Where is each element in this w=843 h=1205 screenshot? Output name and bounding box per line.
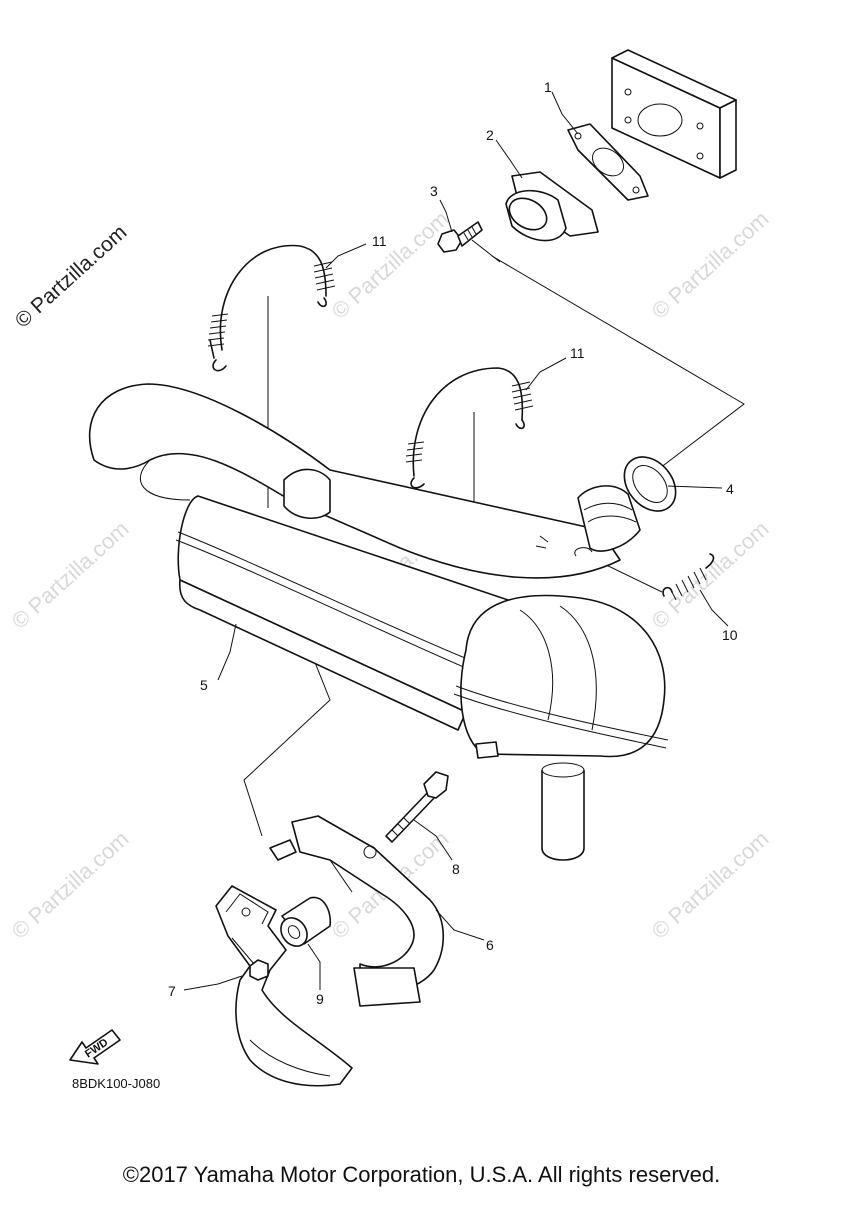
spring-part-11b	[405, 367, 534, 489]
callout-numbers: 1 2 3 11 11 4 10 5 8 6 7 9	[168, 79, 738, 1007]
bracket-part-6	[269, 815, 444, 1007]
muffler-part-5	[175, 495, 669, 861]
watermark-tile: © Partzilla.com	[7, 826, 134, 944]
callout-11a: 11	[372, 233, 387, 249]
watermark-tile: © Partzilla.com	[647, 516, 774, 634]
watermark-tile: © Partzilla.com	[7, 516, 134, 634]
callout-4: 4	[726, 481, 734, 497]
callout-9: 9	[316, 991, 324, 1007]
exhaust-joint-part-2	[505, 171, 599, 242]
callout-3: 3	[430, 183, 438, 199]
callout-7: 7	[168, 983, 176, 999]
copyright-notice: ©2017 Yamaha Motor Corporation, U.S.A. A…	[122, 1162, 721, 1187]
callout-1: 1	[544, 79, 552, 95]
callout-10: 10	[722, 627, 738, 643]
watermark-tile: © Partzilla.com	[647, 826, 774, 944]
bolt-part-3	[437, 221, 483, 253]
gasket-part-1	[567, 123, 649, 201]
engine-block-illustration	[611, 49, 737, 179]
bolt-part-8	[363, 771, 449, 859]
fwd-arrow-icon: FWD	[69, 1029, 121, 1065]
watermark-tile: © Partzilla.com	[327, 206, 454, 324]
spring-part-10	[662, 553, 715, 601]
callout-6: 6	[486, 937, 494, 953]
callout-8: 8	[452, 861, 460, 877]
diagram-code: 8BDK100-J080	[72, 1076, 161, 1091]
callout-11b: 11	[570, 345, 585, 361]
collar-part-9	[280, 896, 332, 947]
leader-lines	[183, 91, 729, 991]
head-pipe-illustration	[88, 383, 641, 579]
callout-2: 2	[486, 127, 494, 143]
spring-part-11a	[207, 244, 336, 372]
watermark-tile: © Partzilla.com	[647, 206, 774, 324]
callout-5: 5	[200, 677, 208, 693]
bracket-part-7	[215, 885, 353, 1087]
gasket-part-4	[623, 456, 677, 512]
